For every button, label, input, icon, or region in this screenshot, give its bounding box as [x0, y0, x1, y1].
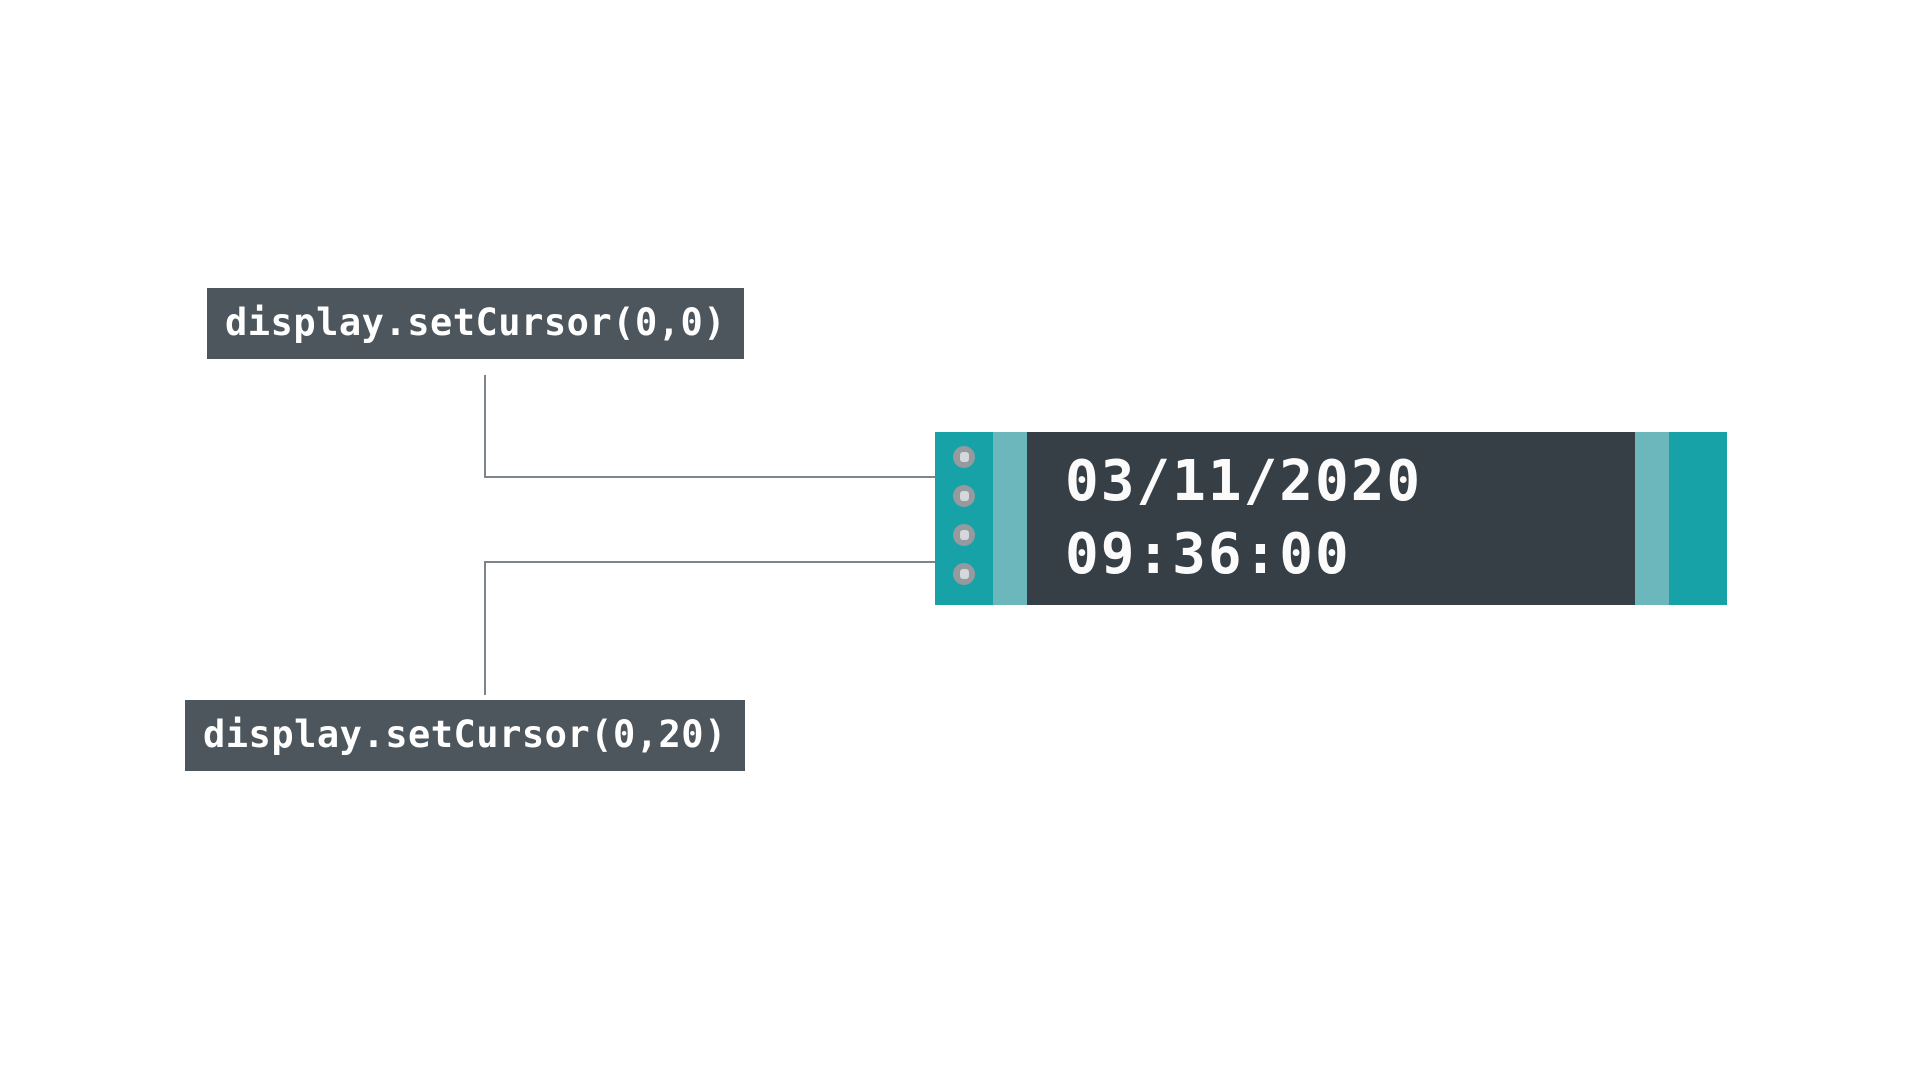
lcd-text-line-2: 09:36:00 [1065, 522, 1351, 587]
code-label-top-text: display.setCursor(0,0) [225, 301, 727, 344]
pcb-right-edge [1669, 432, 1727, 605]
screw-hole-1-icon [953, 446, 975, 468]
pcb-left-edge [935, 432, 993, 605]
code-label-setcursor-top: display.setCursor(0,0) [207, 288, 745, 359]
screw-hole-4-icon [953, 563, 975, 585]
code-label-setcursor-bottom: display.setCursor(0,20) [185, 700, 745, 771]
screw-hole-2-icon [953, 485, 975, 507]
screw-hole-3-icon [953, 524, 975, 546]
pcb-right-bezel [1635, 432, 1669, 605]
pcb-left-bezel [993, 432, 1027, 605]
code-label-bottom-text: display.setCursor(0,20) [203, 713, 727, 756]
lcd-screen: 03/11/2020 09:36:00 [1027, 432, 1635, 605]
lcd-display-module: 03/11/2020 09:36:00 [935, 432, 1727, 605]
lcd-text-line-1: 03/11/2020 [1065, 449, 1423, 514]
